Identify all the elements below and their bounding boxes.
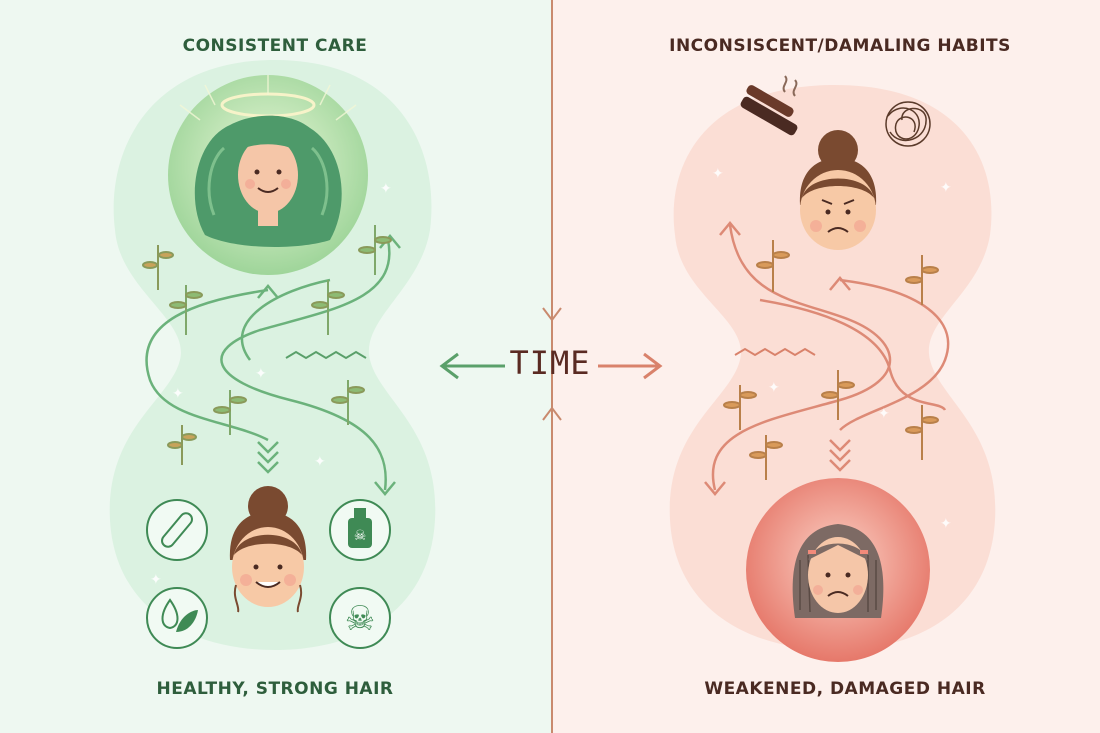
healthy-flow-lines	[145, 234, 401, 496]
healthy-hair-caption: HEALTHY, STRONG HAIR	[156, 679, 394, 699]
time-arrow-left-icon	[439, 352, 505, 380]
sparkle-icons: ✦ ✦ ✦ ✦ ✦ ✦ ✦ ✦ ✦ ✦	[150, 166, 952, 588]
damaged-flow-lines	[704, 221, 950, 496]
svg-text:✦: ✦	[940, 180, 952, 196]
svg-text:✦: ✦	[255, 366, 267, 382]
svg-text:✦: ✦	[768, 380, 780, 396]
svg-text:✦: ✦	[150, 572, 162, 588]
damaged-hair-caption: WEAKENED, DAMAGED HAIR	[704, 679, 986, 699]
divider-arrow-up-icon	[542, 406, 562, 421]
water-leaf-icon	[146, 587, 208, 649]
brush-icon	[146, 499, 208, 561]
skull-crossbones-icon: ☠	[329, 587, 391, 649]
svg-text:✦: ✦	[940, 516, 952, 532]
svg-text:✦: ✦	[878, 406, 890, 422]
left-sprout-icons	[142, 225, 392, 465]
poison-bottle-icon: ☠	[329, 499, 391, 561]
flat-iron-icon	[740, 75, 798, 136]
tangled-hair-icon	[885, 101, 931, 147]
right-sprout-icons	[723, 240, 939, 480]
healthy-zigzag-icon	[285, 350, 367, 360]
svg-text:✦: ✦	[380, 181, 392, 197]
damaging-habits-title: INCONSISCENT/DAMALING HABITS	[669, 36, 1011, 56]
svg-text:☠: ☠	[345, 599, 375, 639]
damaged-zigzag-icon	[734, 347, 816, 357]
svg-text:✦: ✦	[314, 454, 326, 470]
healthy-bun-portrait	[229, 486, 307, 613]
svg-text:✦: ✦	[712, 166, 724, 182]
consistent-care-title: CONSISTENT CARE	[182, 36, 368, 56]
svg-text:✦: ✦	[172, 386, 184, 402]
time-label: TIME	[509, 344, 591, 382]
svg-text:☠: ☠	[354, 528, 367, 544]
healthy-hair-portrait	[168, 75, 368, 275]
damaged-bun-portrait	[799, 130, 877, 250]
right-flow-blob	[669, 85, 996, 650]
time-arrow-right-icon	[598, 352, 663, 380]
damaged-hair-portrait	[746, 478, 930, 662]
divider-arrow-down-icon	[542, 307, 562, 322]
